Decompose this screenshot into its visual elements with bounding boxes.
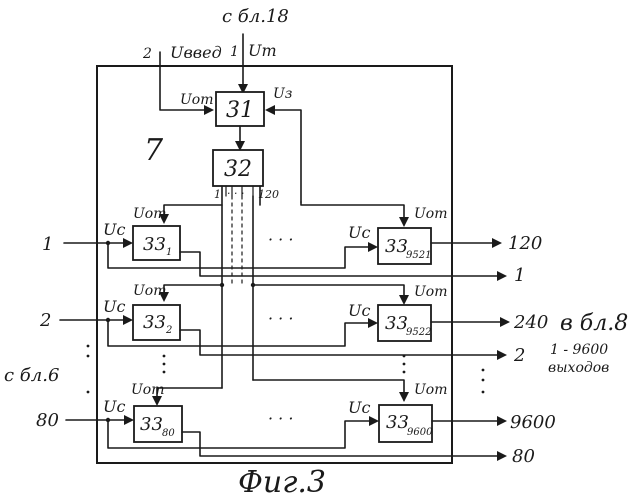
label-u-z: Uз <box>273 86 292 102</box>
wire-uot-33-9600 <box>253 380 404 400</box>
svg-text:80: 80 <box>162 428 175 439</box>
label-right-outputs: выходов <box>548 360 609 376</box>
label-u-ot-33-9521: Uот <box>414 206 448 222</box>
label-u-ot-33-2: Uот <box>133 283 167 299</box>
vertical-ellipsis-right <box>403 355 406 374</box>
svg-text:9600: 9600 <box>407 427 433 438</box>
junction-uot-row2-right <box>251 283 255 287</box>
label-bus-80: 80 <box>512 446 535 467</box>
ellipsis-32-outputs: · · · <box>227 187 244 200</box>
arrow-out-9600 <box>497 416 507 426</box>
arrow-in-1 <box>123 238 133 248</box>
svg-text:33: 33 <box>385 236 408 257</box>
arrow-uz <box>265 105 275 115</box>
arrow-bus-1 <box>497 271 507 281</box>
label-top-source: с бл.18 <box>222 6 289 27</box>
label-input-2: 2 <box>142 46 152 62</box>
label-u-ot-33-9600: Uот <box>414 382 448 398</box>
arrow-out-120 <box>492 238 502 248</box>
junction-row3 <box>106 418 110 422</box>
label-u-c-row2-right: Uс <box>348 301 370 320</box>
label-bus-2: 2 <box>513 345 525 366</box>
arrow-uot-33-9522 <box>399 295 409 305</box>
wire-bus-2 <box>180 330 505 355</box>
label-out-9600: 9600 <box>510 412 556 433</box>
svg-text:33: 33 <box>143 234 166 255</box>
ellipsis-row2: · · · <box>268 309 293 328</box>
label-in-80: 80 <box>36 410 59 431</box>
figure-caption: Фиг.3 <box>238 465 326 500</box>
label-in-1: 1 <box>42 234 53 255</box>
arrow-bus-2 <box>497 350 507 360</box>
svg-text:33: 33 <box>143 312 166 333</box>
label-u-c-row2-left: Uс <box>103 297 125 316</box>
label-bus-1: 1 <box>514 265 525 286</box>
svg-text:1: 1 <box>166 247 172 258</box>
label-u-ot-31: Uот <box>180 92 214 108</box>
label-left-source: с бл.6 <box>4 365 59 386</box>
junction-row2 <box>106 318 110 322</box>
label-in-2: 2 <box>39 310 51 331</box>
ellipsis-row1: · · · <box>268 230 293 249</box>
svg-text:2: 2 <box>165 325 172 336</box>
label-out-240: 240 <box>513 312 548 333</box>
label-u-c-row3-right: Uс <box>348 398 370 417</box>
wire-bus-1 <box>180 252 505 276</box>
vertical-ellipsis-outside-right <box>482 369 485 394</box>
svg-text:33: 33 <box>385 313 408 334</box>
arrow-bus-80 <box>497 451 507 461</box>
label-out-120: 120 <box>508 233 542 254</box>
arrow-in-2 <box>123 315 133 325</box>
arrow-uc-33-9600 <box>369 416 379 426</box>
svg-text:9521: 9521 <box>406 250 431 261</box>
label-block-7: 7 <box>144 133 164 168</box>
vertical-ellipsis-outside-left <box>87 345 90 394</box>
arrow-out-240 <box>500 317 510 327</box>
wire-uot-33-80 <box>157 388 222 402</box>
label-right-dest: в бл.8 <box>560 311 628 336</box>
wire-bus-80 <box>182 432 505 456</box>
label-input-1: 1 <box>230 44 239 60</box>
label-u-t: Uт <box>248 41 277 60</box>
label-u-ot-33-80: Uот <box>131 382 165 398</box>
arrow-in-80 <box>124 415 134 425</box>
svg-text:33: 33 <box>140 414 163 435</box>
junction-uot-row2-left <box>220 283 224 287</box>
label-block-31: 31 <box>226 98 254 123</box>
label-block-32: 32 <box>224 157 252 182</box>
vertical-ellipsis-left <box>163 355 166 374</box>
arrow-uot-33-9600 <box>399 392 409 402</box>
arrow-uc-33-9521 <box>368 242 378 252</box>
label-u-c-row1-left: Uс <box>103 220 125 239</box>
arrow-uot-33-9521 <box>399 217 409 227</box>
svg-text:9522: 9522 <box>406 327 431 338</box>
label-32-out-first: 1 <box>214 188 221 201</box>
wire-uot-33-9521 <box>301 202 404 225</box>
wire-uot-33-9522 <box>253 285 404 302</box>
label-right-range: 1 - 9600 <box>550 342 608 358</box>
label-u-vved: Uввед <box>170 43 222 62</box>
label-32-out-last: 120 <box>258 188 279 201</box>
label-u-c-row3-left: Uс <box>103 397 125 416</box>
svg-text:33: 33 <box>386 412 409 433</box>
label-u-c-row1-right: Uс <box>348 223 370 242</box>
label-u-ot-33-1: Uот <box>133 206 167 222</box>
label-u-ot-33-9522: Uот <box>414 284 448 300</box>
junction-row1 <box>106 241 110 245</box>
wire-uot-33-2 <box>164 285 222 298</box>
ellipsis-row3: · · · <box>268 409 293 428</box>
